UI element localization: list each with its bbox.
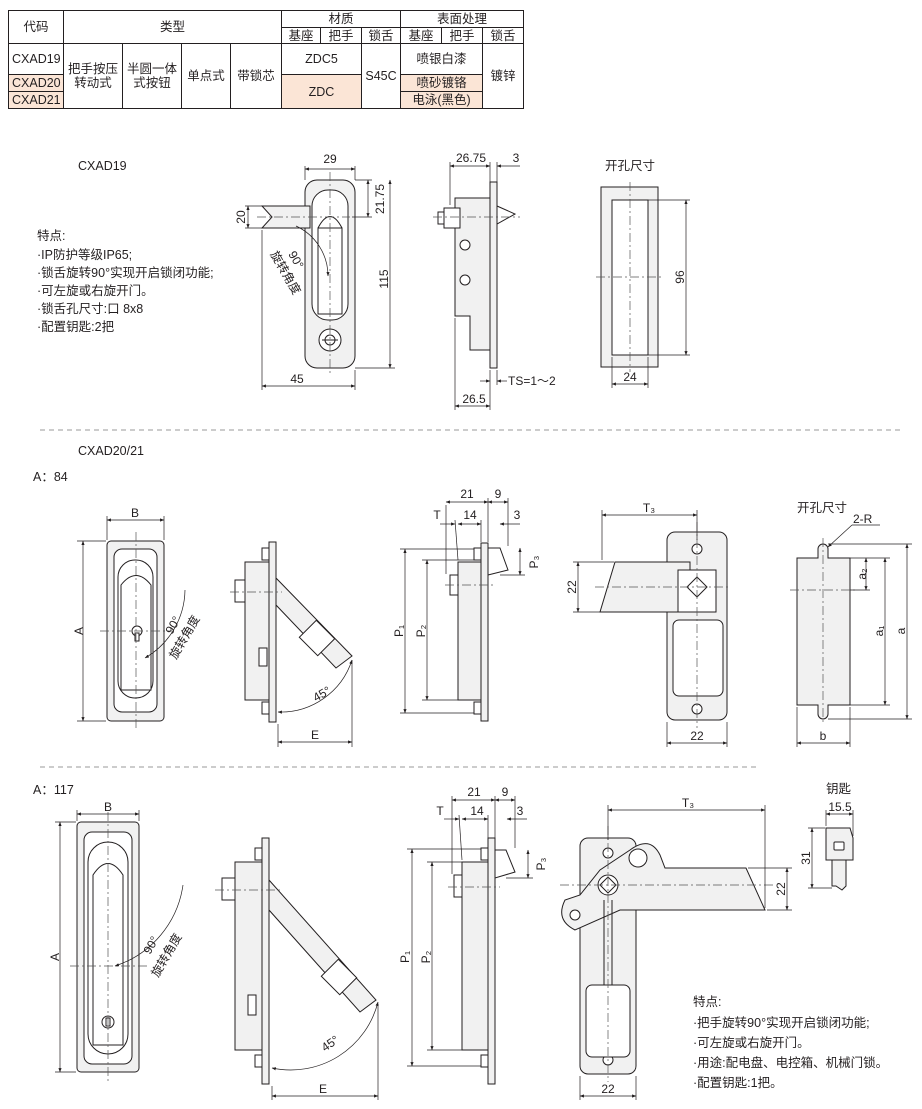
dim-t3-2: T₃ [682, 796, 694, 810]
sec1-title: CXAD19 [78, 159, 127, 173]
dim-b-1: B [131, 506, 139, 520]
dim-p1-1: P₁ [392, 625, 406, 637]
sec2-feature-4: ·配置钥匙:1把。 [693, 1076, 783, 1090]
dim-21-1: 21 [460, 487, 474, 501]
type-with-core: 带锁芯 [230, 43, 282, 109]
dim-3-2: 3 [517, 804, 524, 818]
angle-45-1: 45° [311, 683, 334, 704]
dim-26-5: 26.5 [462, 392, 486, 406]
dim-p1-2: P₁ [398, 951, 412, 963]
dim-p2-2: P₂ [419, 950, 433, 963]
cxad19-front-view: 29 20 21.75 115 45 90° 旋转角度 [234, 152, 395, 390]
surface-black: 电泳(黑色) [400, 91, 483, 109]
cutout-label-1: 开孔尺寸 [605, 159, 655, 173]
dim-9-2: 9 [502, 785, 509, 799]
sec1-feature-1: ·IP防护等级IP65; [37, 247, 132, 262]
dim-a1: a₁ [872, 626, 886, 637]
material-zdc: ZDC [281, 74, 362, 109]
dim-21-2: 21 [467, 785, 481, 799]
a84-section-view: 21 9 T 14 3 P₁ P₂ P₃ [392, 487, 541, 722]
dim-t-1: T [433, 508, 441, 522]
sec1-features-title: 特点: [37, 228, 65, 243]
spec-table: 代码 类型 材质 表面处理 基座 把手 锁舌 基座 把手 锁舌 CXAD19 把… [8, 10, 524, 109]
dim-14-2: 14 [470, 804, 484, 818]
sec1-feature-2: ·锁舌旋转90°实现开启锁闭功能; [37, 265, 214, 280]
dim-22-a: 22 [565, 580, 579, 594]
cxad19-side-view: 26.75 3 TS=1～2 26.5 [433, 151, 556, 410]
dim-9-1: 9 [495, 487, 502, 501]
header-code: 代码 [8, 10, 64, 44]
dim-t-2: T [436, 804, 444, 818]
sec2-features: 特点: ·把手旋转90°实现开启锁闭功能; ·可左旋或右旋开门。 ·用途:配电盘… [693, 994, 888, 1090]
key-drawing: 钥匙 15.5 31 [799, 782, 854, 891]
dim-a-2: A [48, 953, 62, 961]
a84-cutout: 开孔尺寸 2-R a a₁ a₂ b [790, 501, 912, 747]
dim-p2-1: P₂ [414, 624, 428, 637]
code-cxad19: CXAD19 [8, 43, 64, 75]
surface-zinc: 镀锌 [482, 43, 524, 109]
sec2-features-title: 特点: [693, 994, 721, 1009]
key-dim-15-5: 15.5 [828, 800, 852, 814]
dim-p3-1: P₃ [527, 555, 541, 568]
dim-3-1: 3 [514, 508, 521, 522]
dim-20: 20 [234, 210, 248, 224]
dim-45: 45 [290, 372, 304, 386]
dim-e-2: E [319, 1082, 327, 1096]
dim-22-d: 22 [601, 1082, 615, 1096]
dim-22-c: 22 [774, 882, 788, 896]
a84-rear-view: T₃ 22 22 [565, 501, 730, 747]
surface-chrome: 喷砂镀铬 [400, 74, 483, 92]
sec2-feature-3: ·用途:配电盘、电控箱、机械门锁。 [693, 1055, 888, 1070]
code-cxad20: CXAD20 [8, 74, 64, 92]
type-half-round: 半圆一体 式按钮 [122, 43, 182, 109]
sec1-feature-5: ·配置钥匙:2把 [37, 320, 115, 334]
sec1-features: 特点: ·IP防护等级IP65; ·锁舌旋转90°实现开启锁闭功能; ·可左旋或… [37, 228, 214, 334]
sec2-title: CXAD20/21 [78, 444, 144, 458]
dim-2r: 2-R [853, 512, 873, 526]
dim-115: 115 [377, 269, 391, 288]
dim-b-cut: b [820, 729, 827, 743]
cxad19-cutout: 开孔尺寸 96 24 [596, 159, 690, 388]
a84-side-view: 45° E [230, 541, 353, 747]
a84-front-view: B A 90° 旋转角度 [72, 506, 203, 730]
a117-rear-view: T₃ 22 22 [560, 796, 792, 1100]
dim-b-2: B [104, 800, 112, 814]
dim-14-1: 14 [463, 508, 477, 522]
angle-45-2: 45° [319, 1032, 342, 1054]
dim-p3-2: P₃ [534, 857, 548, 870]
sec2-feature-2: ·可左旋或右旋开门。 [693, 1035, 810, 1050]
dim-22-b: 22 [690, 729, 704, 743]
dim-a2: a₂ [855, 568, 869, 580]
key-dim-31: 31 [799, 851, 813, 865]
dim-e-1: E [311, 728, 319, 742]
dim-t3-1: T₃ [643, 501, 655, 515]
a117-label: A：117 [33, 783, 74, 797]
key-label: 钥匙 [826, 782, 852, 796]
material-s45c: S45C [361, 43, 401, 109]
cutout-label-2: 开孔尺寸 [797, 501, 847, 515]
dim-29: 29 [323, 152, 337, 166]
a84-label: A：84 [33, 470, 68, 484]
type-press-rotate: 把手按压 转动式 [63, 43, 123, 109]
a117-side-view: 45° E [215, 837, 379, 1100]
dim-96: 96 [673, 270, 687, 284]
dim-a-cut: a [894, 627, 908, 634]
dim-26-75: 26.75 [456, 151, 486, 165]
a117-front-view: B A 90° 旋转角度 [48, 800, 185, 1082]
sec1-feature-3: ·可左旋或右旋开门。 [37, 283, 154, 298]
header-tongue: 锁舌 [361, 27, 401, 44]
sec2-feature-1: ·把手旋转90°实现开启锁闭功能; [693, 1015, 870, 1030]
sec1-feature-4: ·锁舌孔尺寸:口 8x8 [37, 301, 143, 316]
dim-3: 3 [513, 151, 520, 165]
dim-24: 24 [623, 370, 637, 384]
a117-section-view: 21 9 T 14 3 P₁ P₂ P₃ [398, 785, 548, 1085]
header-type: 类型 [63, 10, 282, 44]
header-base-surface: 基座 [400, 27, 442, 44]
code-cxad21: CXAD21 [8, 91, 64, 109]
header-tongue-surface: 锁舌 [482, 27, 524, 44]
dim-a-1: A [72, 627, 86, 635]
dim-ts: TS=1～2 [508, 374, 556, 388]
dim-21-75: 21.75 [373, 184, 387, 214]
